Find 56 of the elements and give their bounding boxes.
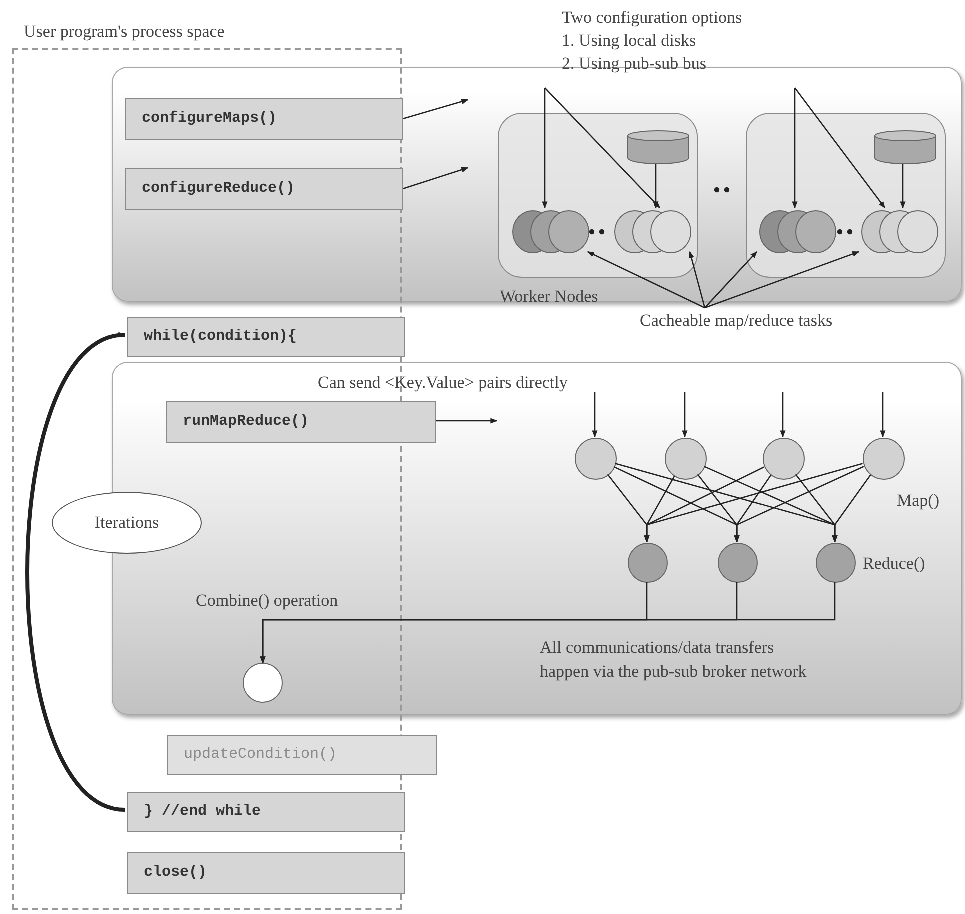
annotation-label: Map() <box>897 490 940 512</box>
option-item: 1. Using local disks <box>562 30 698 52</box>
frame-heading: User program's process space <box>24 21 225 43</box>
reduce-task-node <box>718 543 758 583</box>
code-statement: close() <box>127 852 405 894</box>
map-task-node <box>763 438 805 480</box>
arrow <box>260 582 836 664</box>
annotation-heading: Two configuration options <box>562 7 744 29</box>
map-task-node <box>575 438 617 480</box>
database-cylinder <box>874 130 937 166</box>
annotation-label: Worker Nodes <box>500 286 598 308</box>
arrow <box>734 466 864 543</box>
task-stack <box>512 210 590 254</box>
arrow <box>542 88 548 209</box>
arrow <box>544 88 660 208</box>
task-stack <box>861 210 939 254</box>
code-statement: while(condition){ <box>127 317 405 357</box>
arrow <box>900 164 906 209</box>
option-item: 2. Using pub-sub bus <box>562 53 708 75</box>
arrow <box>704 251 860 309</box>
map-task-node <box>863 438 905 480</box>
node-caption: Combine() operation <box>196 590 338 612</box>
arrow <box>592 392 598 438</box>
task-stack <box>614 210 692 254</box>
loop-arrow <box>26 333 126 812</box>
code-statement: configureReduce() <box>125 168 403 210</box>
map-task-node <box>665 438 707 480</box>
database-cylinder <box>627 130 690 166</box>
arrow <box>402 167 469 190</box>
worker-node-box <box>498 113 698 278</box>
arrow <box>880 392 886 438</box>
code-statement: configureMaps() <box>125 98 403 140</box>
code-statement: updateCondition() <box>167 735 437 775</box>
arrow <box>794 88 886 209</box>
annotation-label: Can send <Key.Value> pairs directly <box>318 372 568 394</box>
reduce-task-node <box>628 543 668 583</box>
worker-node-box <box>746 113 946 278</box>
iterations-ellipse: Iterations <box>52 492 202 554</box>
task-stack <box>759 210 837 254</box>
annotation-text: Cacheable map/reduce tasks <box>640 308 840 334</box>
annotation-label: All communications/data transfers happen via the pub-sub broker network <box>540 637 808 683</box>
code-statement: } //end while <box>127 792 405 832</box>
arrow <box>688 251 706 308</box>
code-statement: runMapReduce() <box>166 401 436 443</box>
arrow <box>435 418 498 424</box>
arrow <box>780 392 786 438</box>
arrow <box>402 99 469 120</box>
arrow <box>682 392 688 438</box>
arrow <box>792 88 798 209</box>
arrow <box>644 463 863 543</box>
node-caption: Reduce() <box>863 553 926 575</box>
arrow <box>832 474 872 543</box>
arrow <box>653 164 659 209</box>
arrow <box>587 251 706 309</box>
arrow <box>704 251 758 308</box>
reduce-task-node <box>816 543 856 583</box>
